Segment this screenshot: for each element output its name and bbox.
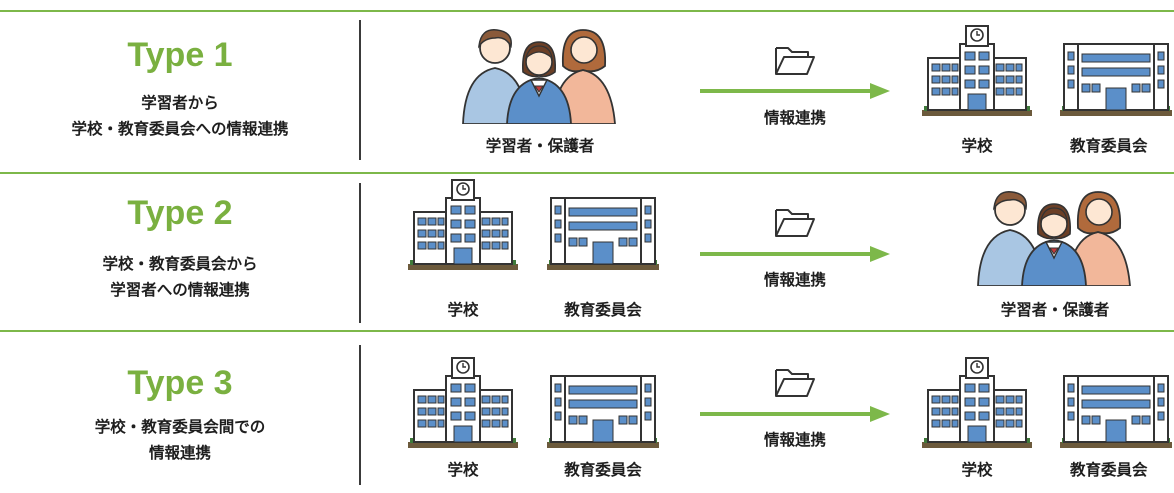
school-building-icon xyxy=(406,356,520,452)
column-divider-1 xyxy=(359,20,361,160)
type-3-row: Type 3 学校・教育委員会間での 情報連携 学校 教育委員会 情報連携 学校… xyxy=(0,332,1174,493)
folder-icon xyxy=(773,364,817,400)
separator-1 xyxy=(0,172,1174,174)
column-divider-2 xyxy=(359,183,361,323)
column-divider-3 xyxy=(359,345,361,485)
right-label-1: 学校 xyxy=(961,461,993,479)
type-description: 学校・教育委員会間での 情報連携 xyxy=(94,418,266,462)
type-description: 学校・教育委員会から 学習者への情報連携 xyxy=(102,255,258,299)
type-2-row: Type 2 学校・教育委員会から 学習者への情報連携 学校 教育委員会 情報連… xyxy=(0,174,1174,335)
type-title: Type 1 xyxy=(127,36,233,74)
board-building-icon xyxy=(545,374,661,452)
people-icon xyxy=(970,186,1140,286)
folder-icon xyxy=(773,204,817,240)
school-building-icon xyxy=(406,178,520,274)
type-title: Type 3 xyxy=(127,364,233,402)
folder-icon xyxy=(773,42,817,78)
arrow-label: 情報連携 xyxy=(763,431,826,449)
left-label-1: 学校 xyxy=(447,461,479,479)
arrow-right-icon xyxy=(700,83,890,99)
school-building-icon xyxy=(920,24,1034,120)
arrow-label: 情報連携 xyxy=(763,109,826,127)
left-label-1: 学校 xyxy=(447,301,479,319)
left-label-2: 教育委員会 xyxy=(564,461,642,479)
arrow-right-icon xyxy=(700,406,890,422)
board-building-icon xyxy=(1058,42,1174,120)
type-description: 学習者から 学校・教育委員会への情報連携 xyxy=(71,94,289,138)
separator-top xyxy=(0,10,1174,12)
type-1-row: Type 1 学習者から 学校・教育委員会への情報連携 学習者・保護者 情報連携… xyxy=(0,12,1174,173)
type-title: Type 2 xyxy=(127,194,233,232)
right-label-2: 教育委員会 xyxy=(1070,461,1148,479)
arrow-label: 情報連携 xyxy=(763,271,826,289)
separator-2 xyxy=(0,330,1174,332)
board-building-icon xyxy=(1058,374,1174,452)
people-icon xyxy=(455,24,625,124)
board-building-icon xyxy=(545,196,661,274)
school-building-icon xyxy=(920,356,1034,452)
arrow-right-icon xyxy=(700,246,890,262)
right-label-1: 学校 xyxy=(961,137,993,155)
left-label: 学習者・保護者 xyxy=(485,137,595,155)
right-label-2: 教育委員会 xyxy=(1070,137,1148,155)
right-label: 学習者・保護者 xyxy=(1000,301,1110,319)
left-label-2: 教育委員会 xyxy=(564,301,642,319)
